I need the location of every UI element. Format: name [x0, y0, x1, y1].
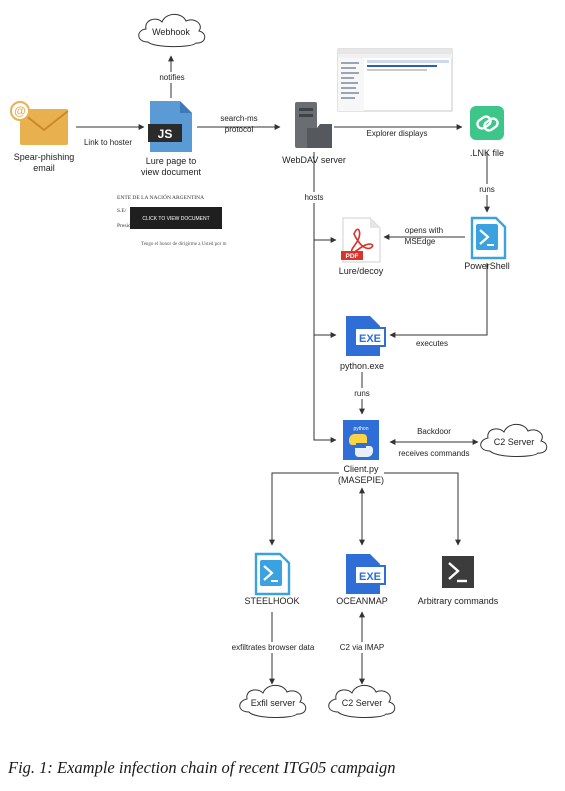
- c2-server-bottom-label: C2 Server: [342, 698, 383, 708]
- svg-text:@: @: [14, 104, 26, 118]
- arbitrary-commands-node: Arbitrary commands: [418, 556, 499, 606]
- js-badge-text: JS: [158, 127, 173, 141]
- edge-labels: notifies Link to hoster search-ms protoc…: [84, 72, 496, 653]
- lure-page-node: JS Lure page to view document: [141, 101, 202, 177]
- arbitrary-commands-label: Arbitrary commands: [418, 596, 499, 606]
- doc-line-1: ENTE DE LA NACIÓN ARGENTINA: [117, 193, 204, 201]
- client-py-label-1: Client.py: [343, 464, 379, 474]
- edge-to-arbitrary: [384, 472, 461, 546]
- edge-executes: [389, 263, 488, 338]
- webhook-label: Webhook: [152, 27, 190, 37]
- python-exe-label: python.exe: [340, 361, 384, 371]
- powershell-label: PowerShell: [464, 261, 510, 271]
- doc-line-3: Presidente,: [117, 223, 142, 229]
- exfil-server-node: Exfil server: [239, 684, 307, 718]
- click-to-view-button[interactable]: [130, 207, 222, 229]
- label-opens-with-1: opens with: [405, 226, 443, 235]
- powershell-file-icon: [470, 216, 507, 260]
- c2-server-bottom-node: C2 Server: [328, 684, 396, 718]
- label-runs-python: runs: [354, 389, 370, 398]
- lure-decoy-label: Lure/decoy: [339, 266, 384, 276]
- doc-line-2: S.E/: [117, 208, 127, 214]
- exe-file-icon: EXE: [346, 554, 386, 594]
- lure-document-snippet: ENTE DE LA NACIÓN ARGENTINA S.E/ Preside…: [100, 188, 246, 252]
- python-exe-node: EXE python.exe: [340, 316, 386, 371]
- cloud-icon: [480, 423, 548, 457]
- pdf-file-icon: PDF: [341, 217, 381, 263]
- spear-phishing-label-2: email: [33, 163, 55, 173]
- label-runs-lnk: runs: [479, 185, 495, 194]
- lnk-file-node: .LNK file: [470, 106, 504, 158]
- powershell-node: PowerShell: [464, 216, 510, 271]
- email-envelope-icon: @: [10, 101, 69, 145]
- label-hosts: hosts: [304, 193, 323, 202]
- c2-server-top-label: C2 Server: [494, 437, 535, 447]
- explorer-window-thumbnail: [337, 48, 453, 112]
- label-backdoor: Backdoor: [417, 427, 451, 436]
- lnk-label: .LNK file: [470, 148, 504, 158]
- label-opens-with-2: MSEdge: [405, 237, 436, 246]
- edge-hosts-client: [313, 152, 337, 443]
- steelhook-label: STEELHOOK: [244, 596, 299, 606]
- webdav-label: WebDAV server: [282, 155, 346, 165]
- client-py-node: python Client.py (MASEPIE): [338, 420, 384, 485]
- lure-page-label-2: view document: [141, 167, 202, 177]
- exe-badge-text: EXE: [359, 571, 381, 583]
- click-to-view-button-label: CLICK TO VIEW DOCUMENT: [142, 216, 209, 222]
- exe-badge-text: EXE: [359, 333, 381, 345]
- spear-phishing-node: @ Spear-phishing email: [10, 101, 75, 173]
- server-icon: [295, 102, 332, 148]
- edge-to-steelhook: [269, 472, 339, 546]
- spear-phishing-label-1: Spear-phishing: [14, 152, 75, 162]
- label-search-ms-2: protocol: [225, 125, 254, 134]
- oceanmap-node: EXE OCEANMAP: [336, 554, 388, 606]
- python-file-icon: python: [343, 420, 379, 460]
- pdf-badge-text: PDF: [346, 253, 359, 260]
- exfil-server-label: Exfil server: [251, 698, 296, 708]
- python-badge-text: python: [353, 426, 368, 432]
- cloud-icon: [138, 13, 206, 48]
- powershell-file-icon: [254, 552, 291, 596]
- terminal-icon: [442, 556, 474, 588]
- edges: [76, 55, 490, 685]
- oceanmap-label: OCEANMAP: [336, 596, 388, 606]
- figure-caption: Fig. 1: Example infection chain of recen…: [8, 758, 396, 777]
- client-py-label-2: (MASEPIE): [338, 475, 384, 485]
- label-search-ms-1: search-ms: [220, 114, 257, 123]
- steelhook-node: STEELHOOK: [244, 552, 300, 606]
- exe-file-icon: EXE: [346, 316, 386, 356]
- webhook-node: Webhook: [138, 13, 206, 48]
- lure-decoy-node: PDF Lure/decoy: [339, 217, 384, 276]
- cloud-icon: [328, 684, 396, 718]
- cloud-icon: [239, 684, 307, 718]
- label-notifies: notifies: [159, 73, 184, 82]
- label-executes: executes: [416, 339, 448, 348]
- label-c2-via-imap: C2 via IMAP: [340, 643, 384, 652]
- label-explorer-displays: Explorer displays: [367, 129, 428, 138]
- c2-server-top-node: C2 Server: [480, 423, 548, 457]
- label-exfiltrates: exfiltrates browser data: [232, 643, 315, 652]
- js-file-icon: JS: [148, 101, 192, 152]
- lure-page-label-1: Lure page to: [146, 156, 197, 166]
- webdav-server-node: WebDAV server: [282, 102, 346, 165]
- label-receives-commands: receives commands: [398, 449, 469, 458]
- label-link-to-hoster: Link to hoster: [84, 138, 132, 147]
- doc-line-4: Tengo el honor de dirigirme a Usted por …: [141, 242, 227, 247]
